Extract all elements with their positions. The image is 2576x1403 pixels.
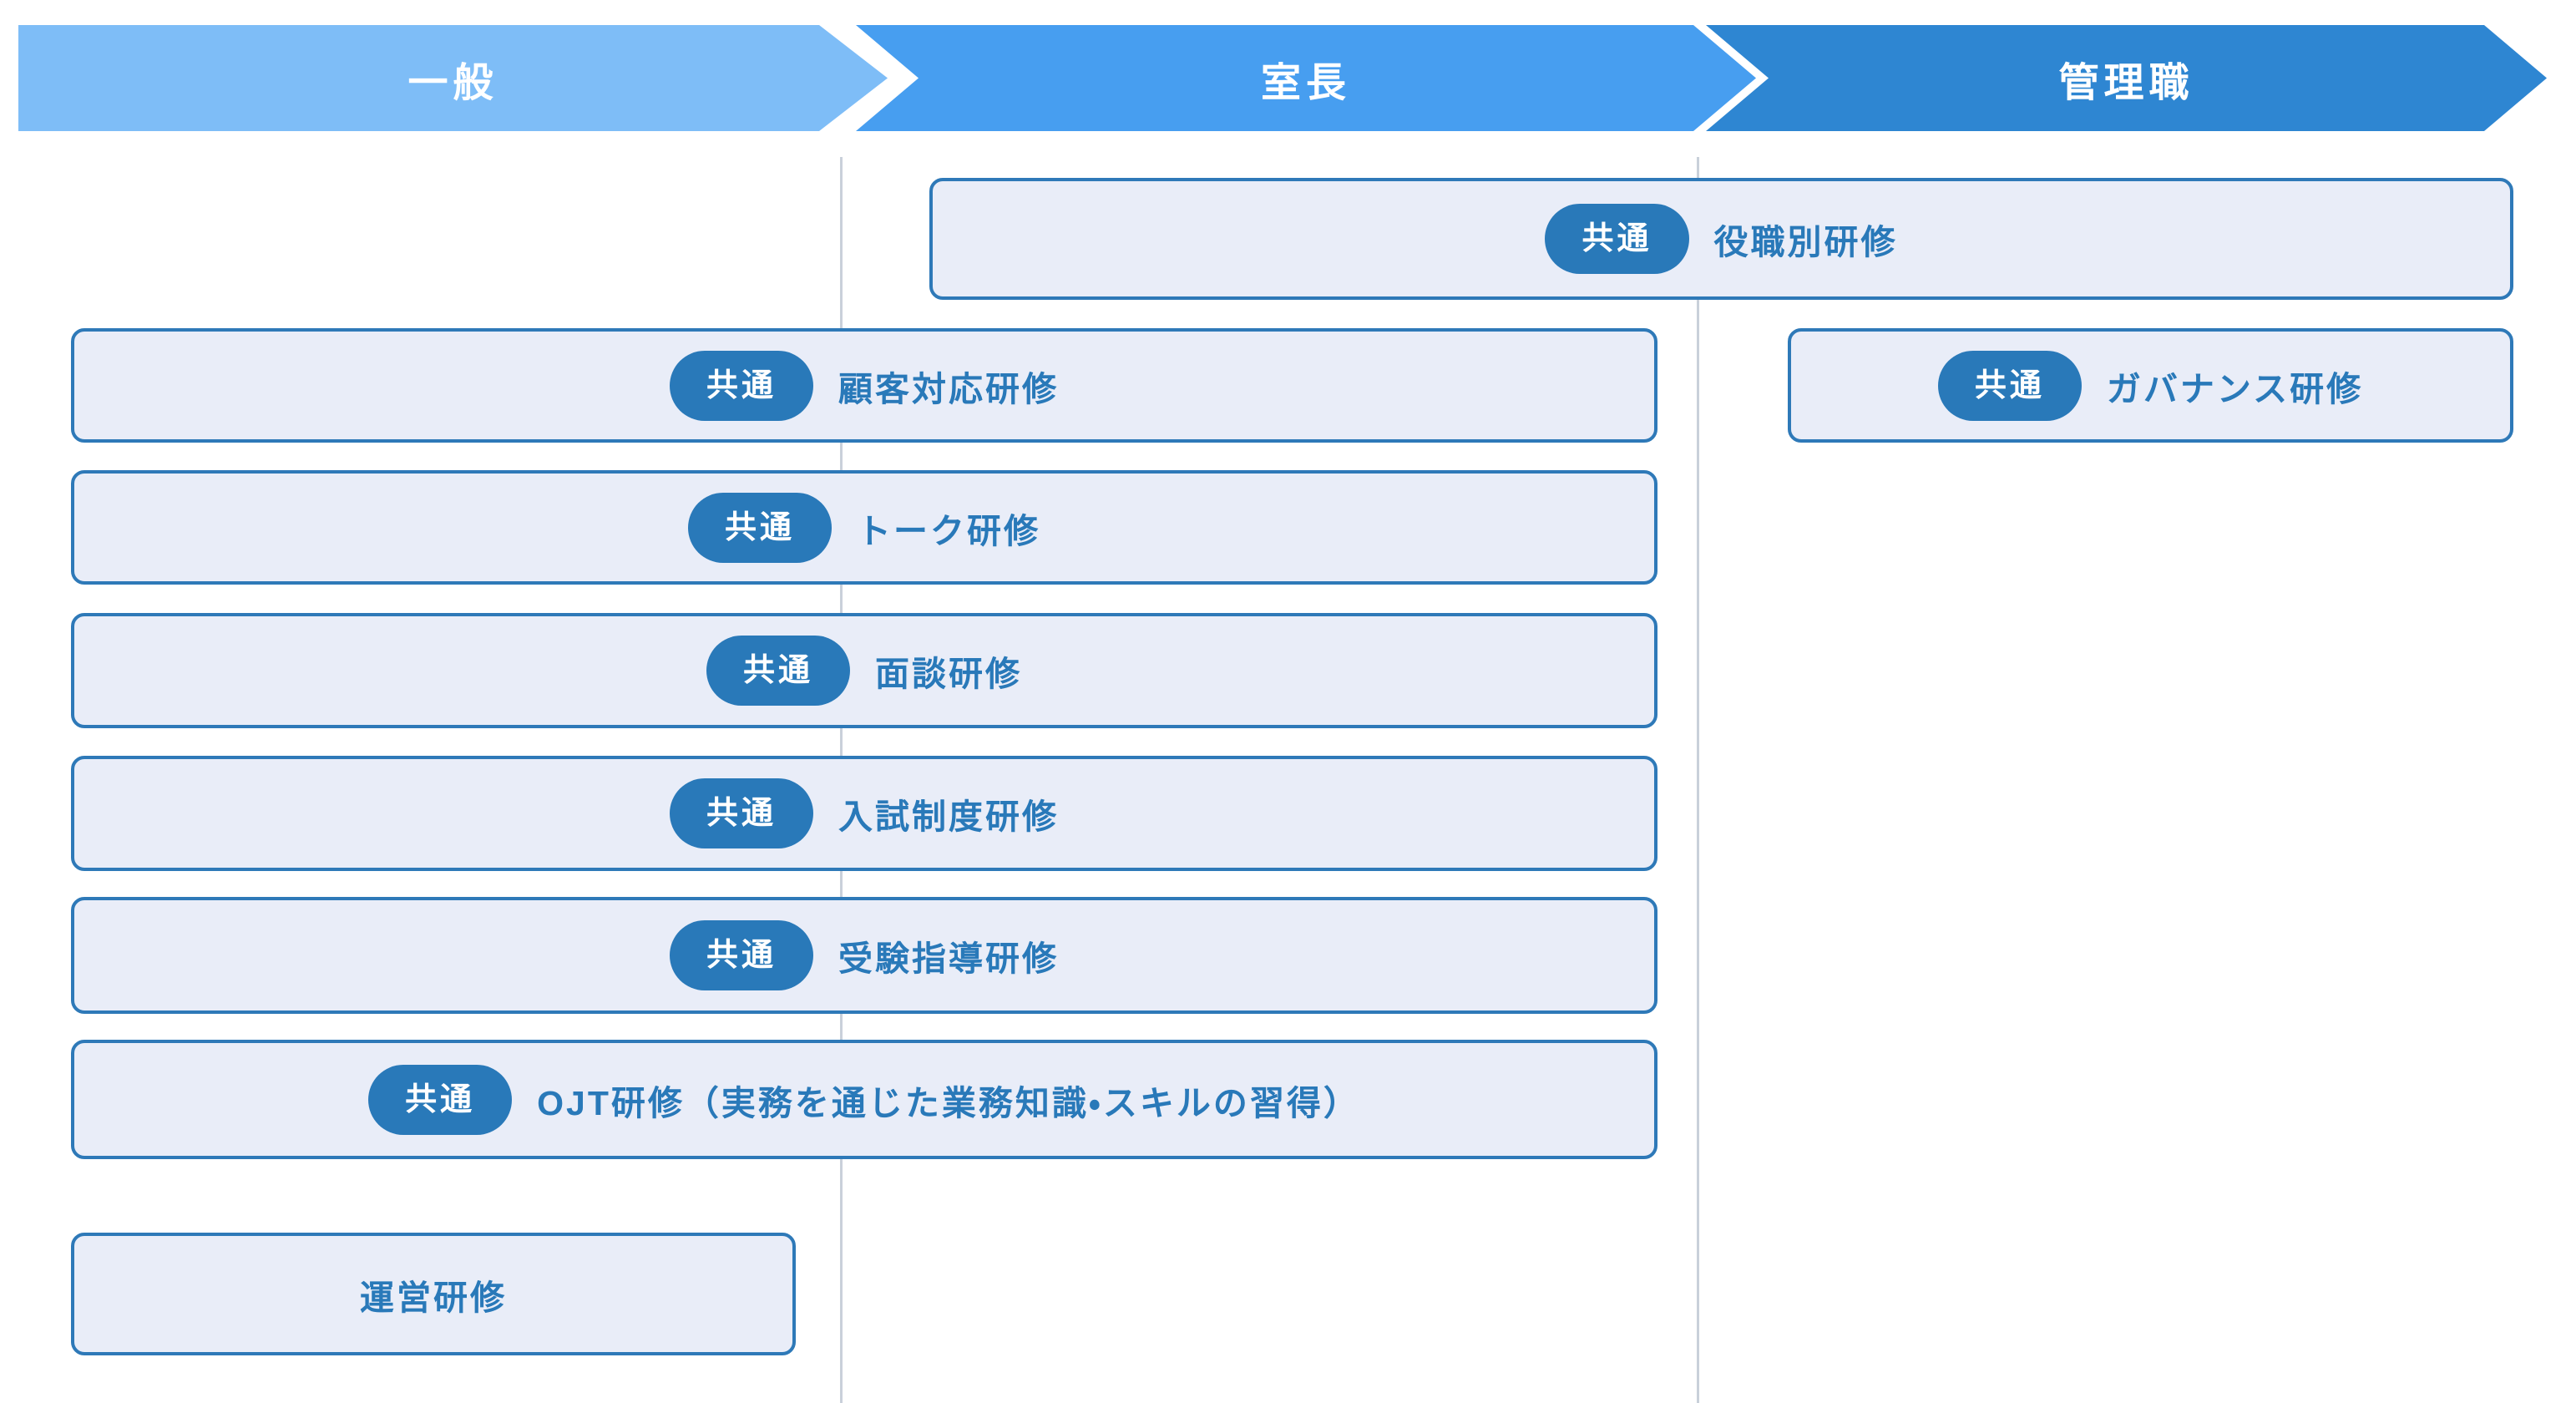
stage-label-manager: 管理職: [2058, 60, 2194, 105]
training-box-ojt: 共通 OJT研修（実務を通じた業務知識・スキルの習得）: [71, 1040, 1657, 1159]
training-box-role-based: 共通 役職別研修: [929, 178, 2513, 300]
training-box-admission-system: 共通 入試制度研修: [71, 756, 1657, 871]
common-badge: 共通: [669, 920, 813, 990]
common-badge: 共通: [1545, 204, 1689, 274]
training-label: 入試制度研修: [838, 798, 1059, 836]
common-badge: 共通: [669, 350, 813, 421]
stage-label-chief: 室長: [1260, 60, 1351, 105]
training-label: 面談研修: [875, 655, 1022, 693]
training-box-talk: 共通 トーク研修: [71, 470, 1657, 585]
career-stage-arrows: [18, 25, 2547, 131]
training-label: ガバナンス研修: [2106, 369, 2364, 408]
common-badge: 共通: [687, 492, 832, 563]
common-badge: 共通: [1937, 350, 2082, 421]
stage-arrow-general: [18, 25, 888, 131]
training-label: 受験指導研修: [838, 940, 1059, 978]
training-label: 顧客対応研修: [838, 369, 1059, 408]
common-badge: 共通: [669, 778, 813, 848]
common-badge: 共通: [706, 636, 850, 706]
stage-arrow-chief: [856, 25, 1756, 131]
training-label: 運営研修: [360, 1278, 507, 1317]
training-label: 役職別研修: [1713, 223, 1898, 261]
common-badge: 共通: [368, 1064, 513, 1135]
training-label: トーク研修: [857, 511, 1040, 550]
column-divider-chief-manager: [1697, 157, 1699, 1403]
training-box-exam-guidance: 共通 受験指導研修: [71, 897, 1657, 1014]
training-box-interview: 共通 面談研修: [71, 613, 1657, 728]
stage-arrow-manager: [1706, 25, 2547, 131]
stage-label-general: 一般: [407, 60, 498, 105]
training-box-governance: 共通 ガバナンス研修: [1788, 328, 2513, 443]
training-label: OJT研修（実務を通じた業務知識・スキルの習得）: [537, 1083, 1360, 1122]
training-box-operation: 運営研修: [71, 1233, 796, 1355]
training-box-customer-service: 共通 顧客対応研修: [71, 328, 1657, 443]
